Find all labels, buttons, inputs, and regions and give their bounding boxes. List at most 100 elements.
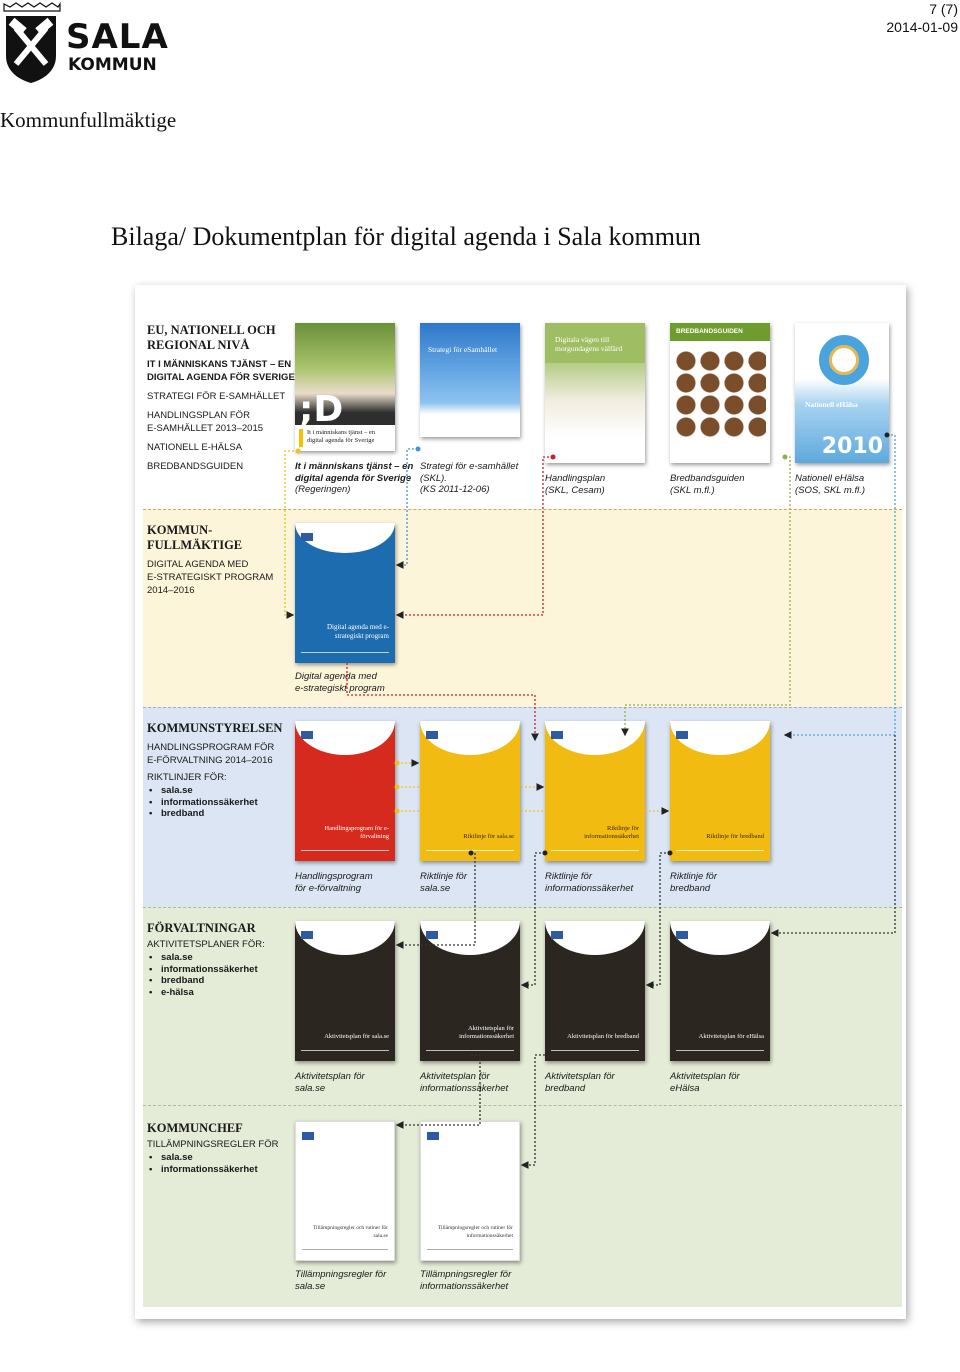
sala-mini-logo (301, 931, 313, 939)
cover-band (670, 323, 770, 341)
department-name: Kommunfullmäktige (0, 108, 177, 132)
doc-caption: Riktlinje för informationssäkerhet (545, 871, 665, 894)
caption-line: sala.se (420, 882, 451, 894)
cover-handlingsplan: Digitala vägen till morgondagens välfärd (545, 323, 645, 463)
sala-mini-logo (676, 931, 688, 939)
caption-line: Bredbandsguiden (670, 473, 745, 484)
cover-title: Tillämpningsregler och rutiner för sala.… (312, 1225, 388, 1239)
doc-caption: It i människans tjänst – en digital agen… (295, 461, 415, 496)
sala-mini-logo (676, 731, 688, 739)
cover-title: Handlingsprogram för e-förvaltning (324, 825, 389, 840)
link-start-dot (394, 760, 400, 766)
cover-aktivitetsplan-infosak: Aktivitetsplan för informationssäkerhet (420, 921, 520, 1061)
cover-nationell-ehalsa: Nationell eHälsa 2010 (795, 323, 889, 463)
bullet-item: e-hälsa (147, 987, 265, 999)
section-item: RIKTLINJER FÖR: (147, 772, 227, 783)
cover-riktlinje-salase: Riktlinje för sala.se (420, 721, 520, 861)
cover-tillampningsregler-infosak: Tillämpningsregler och rutiner för infor… (420, 1121, 520, 1261)
link-agenda-to-kf (284, 450, 298, 619)
doc-caption: Aktivitetsplan för sala.se (295, 1071, 415, 1094)
section-item: STRATEGI FÖR E-SAMHÄLLET (147, 391, 286, 402)
section-chef-text: KOMMUNCHEF TILLÄMPNINGSREGLER FÖR sala.s… (147, 1121, 278, 1175)
cover-title: Aktivitetsplan för sala.se (324, 1033, 389, 1040)
caption-line: (SKL). (420, 472, 447, 484)
cover-title: Riktlinje för informationssäkerhet (584, 825, 639, 840)
cover-ring-graphic (819, 335, 869, 385)
bullet-item: sala.se (147, 952, 265, 964)
sala-mini-logo (302, 1132, 314, 1140)
bullet-list: sala.se informationssäkerhet bredband e-… (147, 952, 265, 998)
cover-title: Digitala vägen till morgondagens välfärd (555, 335, 623, 353)
sala-mini-logo (301, 533, 313, 541)
link-start-dot (550, 454, 556, 460)
section-item: HANDLINGSPLAN FÖR (147, 410, 250, 421)
section-item: HANDLINGSPROGRAM FÖR (147, 742, 275, 753)
caption-line: Riktlinje för (545, 871, 592, 882)
link-ehalsa-to-ks (783, 434, 896, 739)
document-plan-figure: EU, NATIONELL OCH REGIONAL NIVÅ IT I MÄN… (135, 285, 906, 1319)
cover-footer-line (426, 1050, 514, 1053)
doc-caption: Bredbandsguiden (SKL m.fl.) (670, 473, 790, 496)
cover-tillampningsregler-salase: Tillämpningsregler och rutiner för sala.… (295, 1121, 395, 1261)
cover-big-text: ;D (299, 389, 344, 430)
cover-title: Strategi för eSamhället (428, 345, 498, 354)
link-handlingsplan-to-kf (395, 456, 553, 619)
cover-aktivitetsplan-salase: Aktivitetsplan för sala.se (295, 921, 395, 1061)
cover-title: Tillämpningsregler och rutiner för infor… (437, 1225, 513, 1239)
cover-title: Riktlinje för bredband (706, 833, 764, 840)
cover-aktivitetsplan-bredband: Aktivitetsplan för bredband (545, 921, 645, 1061)
section-item: DIGITAL AGENDA MED (147, 559, 249, 570)
cover-title: Aktivitetsplan för informationssäkerhet (459, 1025, 514, 1040)
link-start-dot (295, 448, 301, 454)
caption-line: Aktivitetsplan för (420, 1071, 490, 1082)
section-heading: KOMMUNSTYRELSEN (147, 721, 283, 735)
section-forv-text: FÖRVALTNINGAR AKTIVITETSPLANER FÖR: sala… (147, 921, 265, 998)
cover-hex-pattern (674, 349, 766, 437)
section-heading: FULLMÄKTIGE (147, 538, 243, 552)
caption-line: Strategi för e-samhället (420, 461, 519, 472)
section-heading: EU, NATIONELL OCH (147, 323, 276, 337)
connector-lines (284, 432, 896, 1169)
cover-footer-line (676, 850, 764, 853)
cover-footer-line (426, 850, 514, 853)
link-ks-to-forv-1 (395, 852, 476, 949)
doc-caption: Aktivitetsplan för informationssäkerhet (420, 1071, 540, 1094)
section-item: AKTIVITETSPLANER FÖR: (147, 939, 265, 950)
cover-handlingsprogram: Handlingsprogram för e-förvaltning (295, 721, 395, 861)
caption-line: eHälsa (670, 1082, 700, 1094)
doc-caption: Strategi för e-samhället (SKL). (KS 2011… (420, 461, 540, 496)
link-ks-to-forv-3 (645, 852, 670, 989)
link-kf-to-ks (346, 663, 539, 742)
doc-caption: Aktivitetsplan för bredband (545, 1071, 665, 1094)
doc-caption: Nationell eHälsa (SOS, SKL m.fl.) (795, 473, 906, 496)
caption-line: Tillämpningsregler för (295, 1269, 387, 1280)
section-item: NATIONELL E-HÄLSA (147, 442, 243, 453)
cover-footer-line (301, 850, 389, 853)
sala-mini-logo (426, 731, 438, 739)
link-start-dot (415, 446, 421, 452)
section-heading: REGIONAL NIVÅ (147, 338, 250, 352)
section-ks-text: KOMMUNSTYRELSEN HANDLINGSPROGRAM FÖR E-F… (147, 721, 282, 820)
section-kf-text: KOMMUN- FULLMÄKTIGE DIGITAL AGENDA MED E… (147, 523, 273, 597)
caption-line: Handlingsplan (545, 473, 606, 484)
link-forv-to-chef-1 (395, 1054, 481, 1129)
cover-footer-line (676, 1050, 764, 1053)
link-start-dot (394, 808, 400, 814)
cover-title: Riktlinje för sala.se (463, 833, 514, 840)
logo-wordmark: SALA (66, 17, 169, 57)
bullet-item: bredband (147, 808, 282, 820)
cover-title: It i människans tjänst – en digital agen… (307, 429, 376, 444)
link-strategi-to-kf (395, 448, 418, 569)
link-start-dot (884, 432, 890, 438)
cover-strategi-esamhallet: Strategi för eSamhället (420, 323, 520, 437)
link-start-dot (394, 784, 400, 790)
band-forvaltningar (143, 907, 902, 1105)
caption-line: informationssäkerhet (420, 1082, 509, 1094)
cover-riktlinje-bredband: Riktlinje för bredband (670, 721, 770, 861)
section-item: E-STRATEGISKT PROGRAM (147, 572, 274, 583)
caption-line: Digital agenda med (295, 671, 377, 682)
document-date: 2014-01-09 (886, 19, 958, 35)
cover-title: Aktivitetsplan för eHälsa (698, 1033, 764, 1040)
section-heading: FÖRVALTNINGAR (147, 921, 256, 935)
section-heading: KOMMUN- (147, 523, 213, 537)
